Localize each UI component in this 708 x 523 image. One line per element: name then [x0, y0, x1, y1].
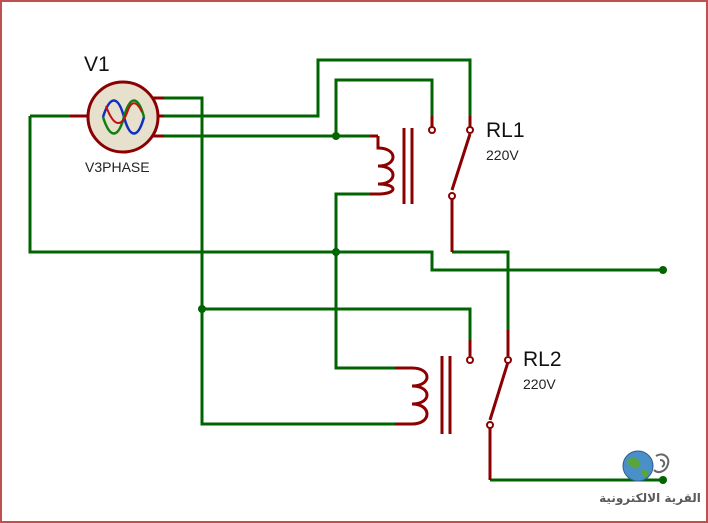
wire-phase-a — [162, 96, 395, 426]
rl1-switch-arm — [450, 133, 472, 191]
v1-ref-label: V1 — [84, 53, 110, 76]
output-terminal-dot — [659, 476, 667, 484]
rl2-relay — [395, 330, 512, 480]
wire-left-rail — [28, 116, 665, 272]
rl2-ref-label: RL2 — [523, 348, 562, 371]
rl1-coil — [370, 136, 395, 196]
watermark-logo — [622, 450, 670, 482]
rl1-relay — [370, 116, 474, 252]
junctions — [198, 132, 667, 484]
watermark-text: القرية الالكترونية — [599, 491, 701, 505]
output-terminal-dot — [659, 266, 667, 274]
wire-phase-b — [162, 58, 472, 128]
rl2-rating-label: 220V — [523, 376, 556, 392]
v1-type-label: V3PHASE — [85, 159, 150, 175]
calligraphy-icon — [653, 453, 670, 473]
junction-dot — [332, 132, 340, 140]
sine-waves-icon — [101, 99, 146, 135]
rl1-rating-label: 220V — [486, 147, 519, 163]
junction-dot — [198, 305, 206, 313]
junction-dot — [332, 248, 340, 256]
rl2-coil — [395, 366, 429, 426]
wire-rl1-common — [452, 250, 510, 330]
v1-source — [70, 80, 164, 154]
wire-rl1-nc — [334, 78, 434, 136]
rl2-switch-arm — [488, 361, 510, 421]
wire-rl1-coil-bottom — [334, 192, 395, 370]
rl1-ref-label: RL1 — [486, 119, 525, 142]
